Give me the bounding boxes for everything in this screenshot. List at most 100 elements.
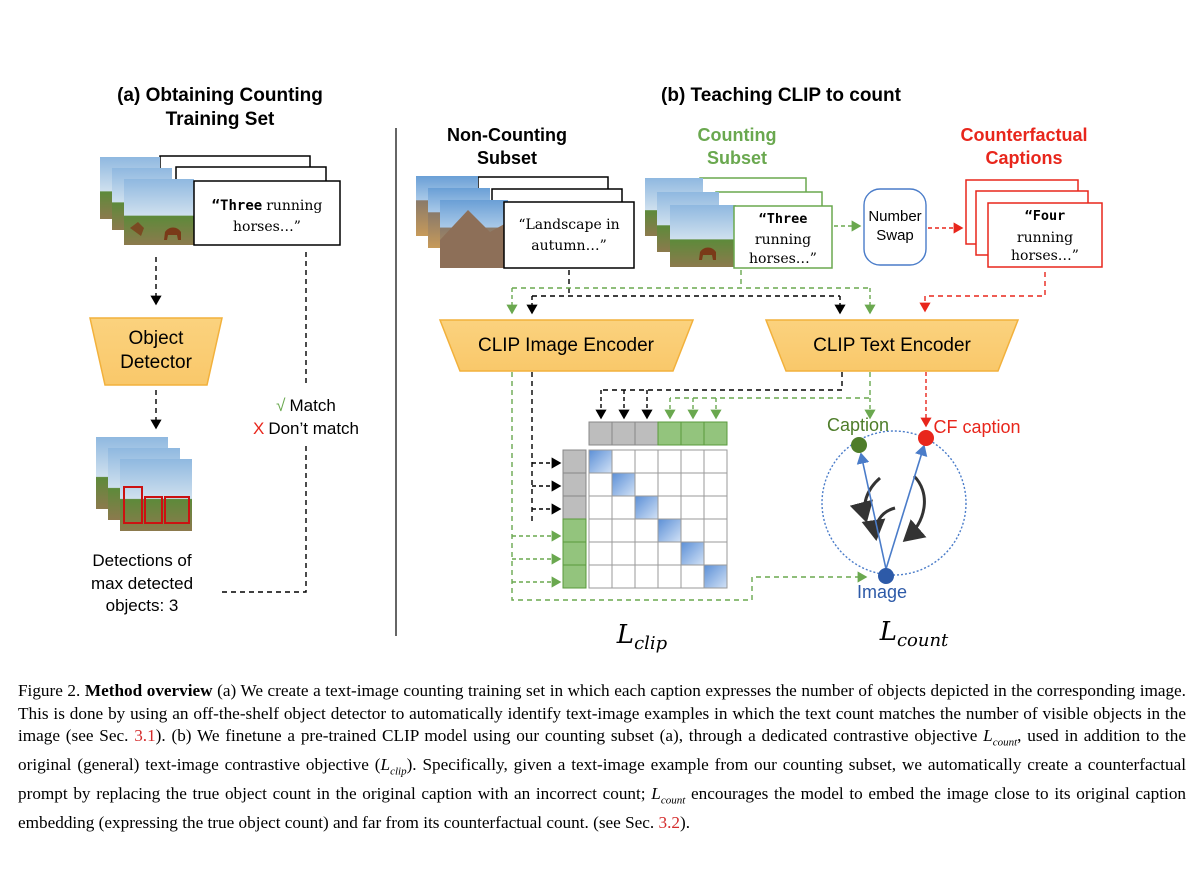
panel-a-title-2: Training Set xyxy=(166,109,275,130)
matrix-cell xyxy=(611,541,636,566)
matrix-diagonal-cell xyxy=(657,518,682,543)
number-swap-label-2: Swap xyxy=(876,227,914,244)
matrix-cell xyxy=(588,564,613,589)
cf-caption-node xyxy=(918,430,934,446)
matrix-row-header xyxy=(562,495,587,520)
object-detector-label-2: Detector xyxy=(120,352,192,373)
panel-a-image-stack xyxy=(100,155,341,246)
figure-caption-bold: Method overview xyxy=(84,681,213,700)
number-swap-box xyxy=(863,188,927,266)
matrix-col-header xyxy=(634,421,659,446)
caption-text-1: (a) We create a text-image counting trai… xyxy=(18,681,1186,745)
detections-text-1: Detections of xyxy=(92,551,191,570)
embedding-circle xyxy=(821,430,967,576)
matrix-col-header xyxy=(703,421,728,446)
count-caption-1: “Three xyxy=(759,211,808,227)
matrix-cell xyxy=(703,541,728,566)
matrix-col-header xyxy=(657,421,682,446)
noncount-title-2: Subset xyxy=(477,148,537,168)
matrix-row-header xyxy=(562,564,587,589)
clip-image-encoder-label: CLIP Image Encoder xyxy=(478,335,655,356)
panel-a-caption-line2: horses…” xyxy=(233,219,301,235)
clip-text-encoder-label: CLIP Text Encoder xyxy=(813,335,971,356)
count-title-2: Subset xyxy=(707,148,767,168)
matrix-cell xyxy=(634,449,659,474)
object-detector-label-1: Object xyxy=(129,328,185,349)
image-node xyxy=(878,568,894,584)
matrix-cell xyxy=(703,495,728,520)
matrix-cell xyxy=(703,449,728,474)
cf-node-label: CF caption xyxy=(933,417,1020,437)
matrix-cell xyxy=(588,472,613,497)
noncount-title-1: Non-Counting xyxy=(447,125,567,145)
caption-text-3: , used in addition to the original (gene… xyxy=(18,726,1187,774)
matrix-diagonal-cell xyxy=(703,564,728,589)
cf-caption-stack xyxy=(965,179,1103,268)
connector-noncount-to-encoders xyxy=(532,270,840,297)
object-detector-shape xyxy=(89,317,223,386)
cf-caption-2: running xyxy=(1017,230,1073,246)
count-caption-3: horses…” xyxy=(749,251,817,267)
cf-title-1: Counterfactual xyxy=(960,125,1087,145)
count-title-1: Counting xyxy=(698,125,777,145)
matrix-row-header xyxy=(562,518,587,543)
matrix-cell xyxy=(588,518,613,543)
matrix-col-header xyxy=(611,421,636,446)
match-label: √Match xyxy=(276,396,336,415)
cf-caption-1: “Four xyxy=(1025,208,1066,224)
count-caption-2: running xyxy=(755,232,811,248)
detections-text-2: max detected xyxy=(91,574,193,593)
detections-image-stack xyxy=(96,437,192,531)
math-l-count-2: Lcount xyxy=(651,783,686,807)
matrix-cell xyxy=(703,472,728,497)
connector-count-to-encoders xyxy=(512,270,870,289)
matrix-cell xyxy=(680,564,705,589)
matrix-cell xyxy=(634,541,659,566)
matrix-cell xyxy=(611,449,636,474)
matrix-diagonal-cell xyxy=(634,495,659,520)
caption-text-6: ). xyxy=(679,812,690,832)
detections-text-3: objects: 3 xyxy=(106,596,179,615)
caption-text-5: encourages the model to embed the image … xyxy=(18,783,1187,832)
matrix-cell xyxy=(588,541,613,566)
matrix-diagonal-cell xyxy=(611,472,636,497)
matrix-cell xyxy=(657,472,682,497)
matrix-row-header xyxy=(562,449,587,474)
matrix-cell xyxy=(611,518,636,543)
figure-label: Figure 2. xyxy=(18,681,81,700)
matrix-cell xyxy=(634,472,659,497)
matrix-cell xyxy=(634,564,659,589)
cf-title-2: Captions xyxy=(985,148,1062,168)
matrix-cell xyxy=(634,518,659,543)
method-overview-figure: (a) Obtaining Counting Training Set “Thr… xyxy=(89,85,1103,654)
matrix-cell xyxy=(588,495,613,520)
matrix-cell xyxy=(657,564,682,589)
matrix-cell xyxy=(657,449,682,474)
text-enc-black-feed xyxy=(601,372,843,391)
caption-node xyxy=(851,437,867,453)
cf-caption-3: horses…” xyxy=(1011,248,1079,264)
matrix-cell xyxy=(680,472,705,497)
curved-arrow-left xyxy=(849,476,882,523)
section-ref-2[interactable]: 3.2 xyxy=(658,812,680,832)
caption-text-4: ). Specifically, given a text-image exam… xyxy=(18,754,1187,803)
number-swap-label-1: Number xyxy=(868,208,921,225)
panel-a-title-1: (a) Obtaining Counting xyxy=(117,85,323,106)
caption-text-2: ). (b) We finetune a pre-trained CLIP mo… xyxy=(155,726,978,745)
matrix-col-header xyxy=(588,421,613,446)
matrix-cell xyxy=(611,564,636,589)
matrix-diagonal-cell xyxy=(680,541,705,566)
matrix-cell xyxy=(680,518,705,543)
image-to-caption-arrow xyxy=(856,452,887,570)
loss-clip: Lclip xyxy=(616,620,668,654)
math-l-clip: Lclip xyxy=(380,754,407,778)
section-ref-1[interactable]: 3.1 xyxy=(134,726,156,745)
curved-arrow-right xyxy=(902,474,927,542)
image-node-label: Image xyxy=(857,582,907,602)
matrix-row-header xyxy=(562,472,587,497)
matrix-diagonal-cell xyxy=(588,449,613,474)
matrix-cell xyxy=(680,449,705,474)
image-to-cf-arrow xyxy=(885,444,928,570)
